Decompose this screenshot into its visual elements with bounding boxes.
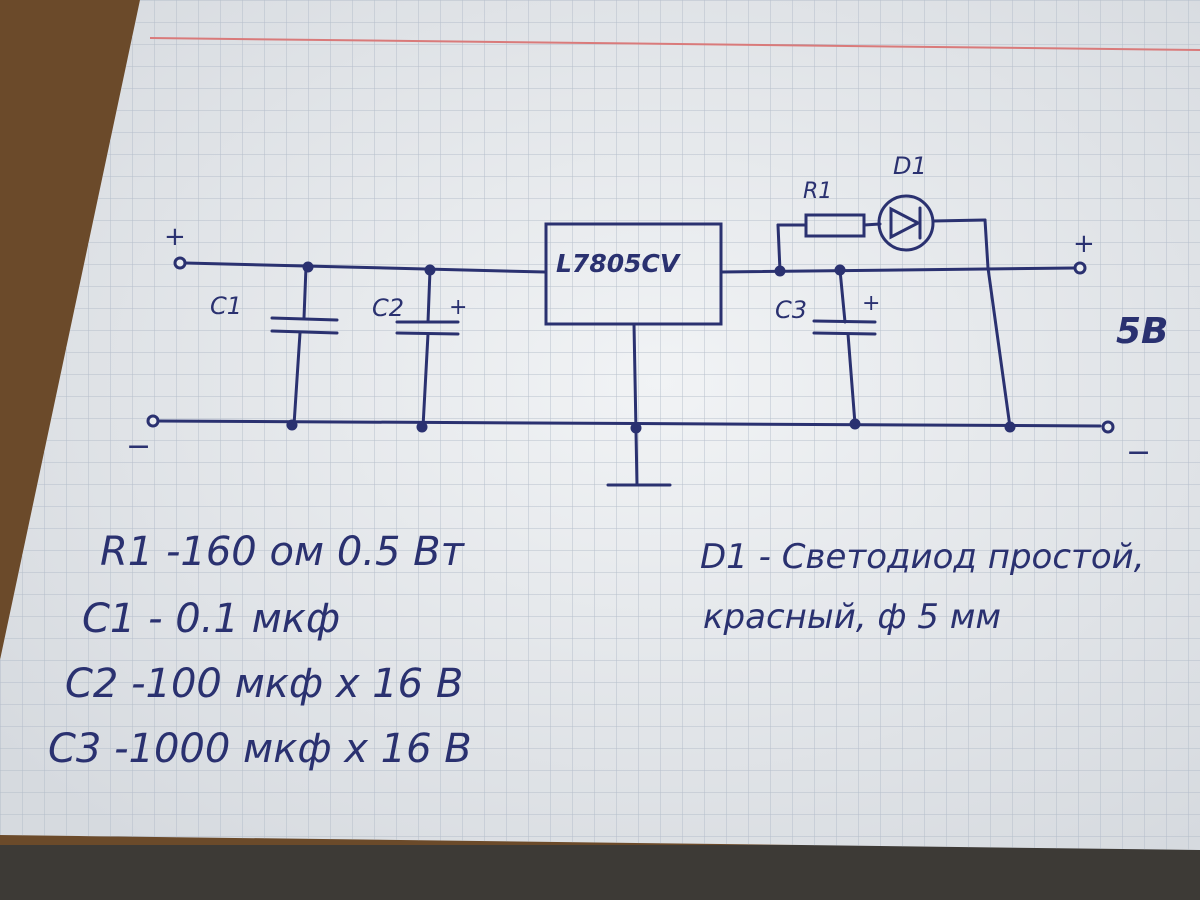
regulator-label: L7805CV [556,249,681,278]
schematic-labels: + − C1 C2 + L7805CV C3 + R1 D1 + − 5В [126,152,1169,470]
parts-list: R1 -160 ом 0.5 Вт C1 - 0.1 мкф C2 -100 м… [48,529,1145,772]
resistor-r1 [776,213,882,273]
c3-label: C3 [775,296,807,324]
led-d1 [877,194,1012,429]
c3-plus-label: + [862,291,880,316]
output-minus-terminal [1101,420,1115,434]
output-plus-label: + [1073,229,1095,259]
c2-plus-label: + [449,295,467,320]
regulator-gnd-wire [632,322,639,487]
c2-label: C2 [372,294,404,322]
parts-d1-line2: красный, ф 5 мм [703,597,1001,637]
capacitor-c2 [395,268,460,429]
parts-c3: C3 -1000 мкф х 16 В [48,726,472,772]
output-voltage-label: 5В [1116,311,1169,352]
circuit [146,194,1115,487]
parts-d1-line1: D1 - Светодиод простой, [700,537,1145,577]
input-rail-wire [183,261,547,274]
capacitor-c1 [270,265,339,427]
output-minus-label: − [1126,435,1151,470]
d1-label: D1 [893,152,927,180]
c1-label: C1 [210,292,242,320]
parts-c1: C1 - 0.1 мкф [82,596,340,642]
parts-r1: R1 -160 ом 0.5 Вт [100,529,466,575]
margin-line [149,37,1200,51]
input-minus-terminal [146,414,160,428]
input-plus-terminal [173,256,187,270]
parts-c2: C2 -100 мкф х 16 В [65,661,463,707]
capacitor-c3 [812,268,877,426]
ground-rail-wire [156,419,1102,428]
table-bottom-edge [0,845,1200,900]
input-plus-label: + [164,222,186,252]
r1-label: R1 [803,179,832,204]
input-minus-label: − [126,429,151,464]
output-plus-terminal [1073,261,1087,275]
